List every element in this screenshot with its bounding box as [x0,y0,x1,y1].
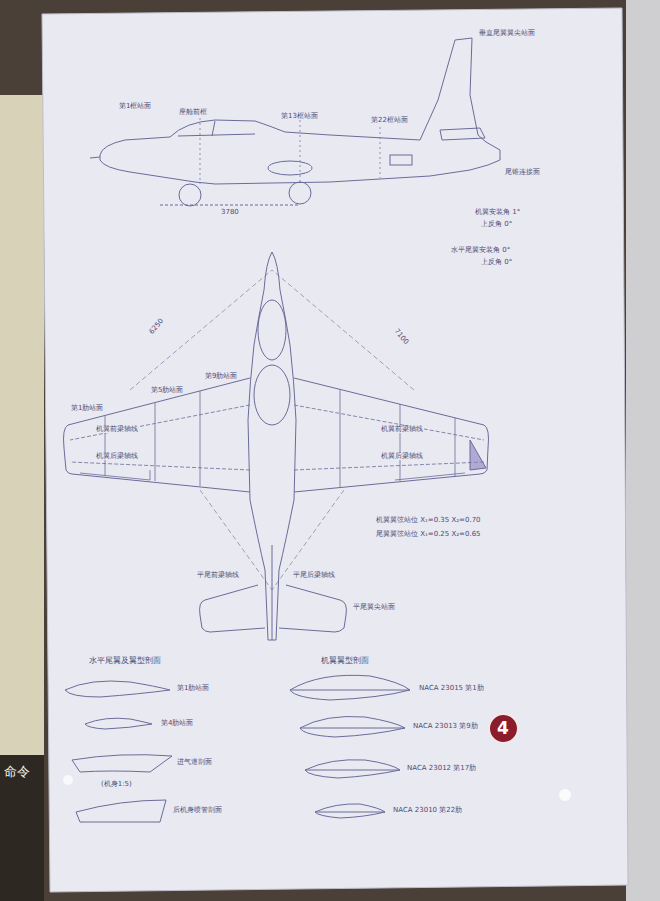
drawing-label: 第1框站面 [118,102,152,110]
drawing-label: 平尾后梁轴线 [292,572,336,579]
drawing-label: 上反角 0° [480,220,513,228]
drawing-label: 第22框站面 [370,116,409,124]
drawing-label: 水平尾翼及翼型剖面 [88,656,162,665]
drawing-label: 第1肋站面 [176,684,210,692]
callout-number: 4 [497,720,509,737]
drawing-label: 尾翼翼弦站位 X₁=0.25 X₂=0.65 [375,530,482,538]
callout-circle: 4 [488,713,519,744]
drawing-label: 机翼前梁轴线 [380,426,424,433]
drawing-label: 水平尾翼安装角 0° [450,246,511,254]
drawing-label: 平尾翼尖站面 [352,604,396,611]
drawing-label: 机翼安装角 1° [474,208,521,216]
drawing-label: 第1肋站面 [70,404,104,412]
drawing-label: 第13框站面 [280,112,319,120]
drawing-label: NACA 23015 第1肋 [418,684,485,692]
drawing-label: 尾锥连接面 [504,168,541,176]
drawing-label: 后机身喷管剖面 [172,806,223,814]
drawing-label: NACA 23010 第22肋 [392,806,463,814]
drawing-label: 机翼翼弦站位 X₁=0.35 X₂=0.70 [375,516,482,524]
drawing-label: 进气道剖面 [176,758,213,766]
drawing-label: 机翼前梁轴线 [95,426,139,433]
drawing-label: 座舱前框 [178,108,208,116]
drawing-label: NACA 23013 第9肋 [412,722,479,730]
drawing-label: 机翼翼型剖面 [320,656,370,665]
drawing-label: 第9肋站面 [204,372,238,380]
drawing-label: 上反角 0° [480,258,513,266]
drawing-label: (机身1:5) [100,780,133,788]
drawing-label: 第4肋站面 [160,719,194,727]
drawing-label: 机翼后梁轴线 [95,453,139,460]
drawing-label: 机翼后梁轴线 [380,453,424,460]
drawing-label: 垂直尾翼翼尖站面 [478,30,536,37]
drawing-label: NACA 23012 第17肋 [406,764,477,772]
drawing-label: 平尾前梁轴线 [196,572,240,579]
drawing-label: 命令 [3,765,31,780]
drawing-label: 3780 [220,208,240,216]
drawing-label: 第5肋站面 [150,386,184,394]
